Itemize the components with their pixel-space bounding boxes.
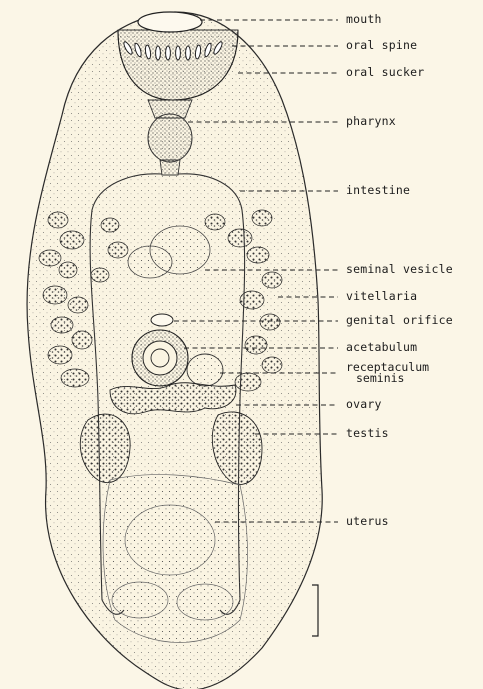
genital-orifice — [151, 314, 173, 326]
label-testis: testis — [346, 428, 389, 440]
label-receptaculum-line2: seminis — [346, 373, 429, 384]
label-ovary: ovary — [346, 399, 382, 411]
receptaculum-seminis — [187, 354, 223, 386]
scale-bar — [312, 585, 318, 636]
label-vitellaria: vitellaria — [346, 291, 417, 303]
label-intestine: intestine — [346, 185, 410, 197]
acetabulum — [132, 330, 188, 386]
mouth — [138, 12, 202, 32]
label-mouth: mouth — [346, 14, 382, 26]
label-uterus: uterus — [346, 516, 389, 528]
label-oral-spine: oral spine — [346, 40, 417, 52]
uterus — [103, 475, 247, 643]
label-genital-orifice: genital orifice — [346, 315, 453, 327]
label-seminal-vesicle: seminal vesicle — [346, 264, 453, 276]
label-acetabulum: acetabulum — [346, 342, 417, 354]
label-oral-sucker: oral sucker — [346, 67, 424, 79]
label-receptaculum-seminis: receptaculum seminis — [346, 362, 429, 383]
label-pharynx: pharynx — [346, 116, 396, 128]
